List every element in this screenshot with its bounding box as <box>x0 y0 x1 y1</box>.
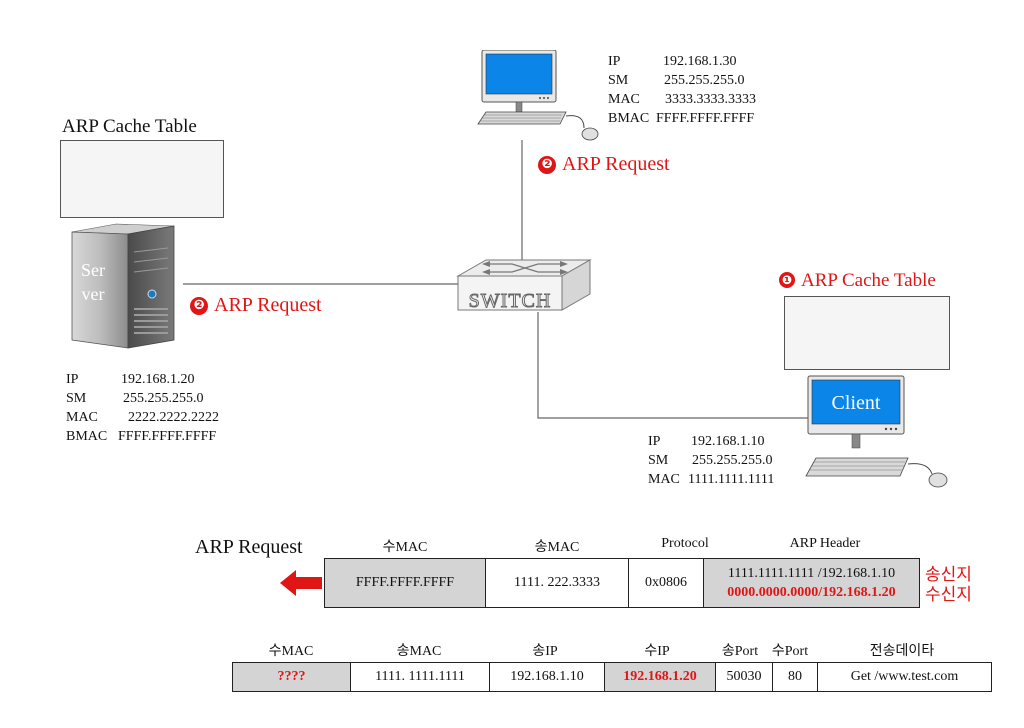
data-frame-src-ip: 192.168.1.10 <box>489 662 605 692</box>
switch-icon <box>456 259 592 311</box>
server-label: Ser ver <box>68 258 118 306</box>
data-frame-header-src-ip: 송IP <box>532 644 558 659</box>
client-sm-key: SM <box>648 453 669 468</box>
server-label-line2: ver <box>81 284 105 304</box>
client-ip-value: 192.168.1.10 <box>691 434 765 449</box>
server-sm-key: SM <box>66 391 87 406</box>
top-pc-arp-request-label: ❷ ARP Request <box>538 153 670 176</box>
client-arp-cache-table <box>784 296 950 370</box>
step-1-badge: ❶ <box>779 272 795 288</box>
top-pc-ip-key: IP <box>608 54 621 69</box>
target-label: 수신지 <box>925 585 972 604</box>
arp-frame-dst-mac: FFFF.FFFF.FFFF <box>324 558 486 608</box>
data-frame-dst-mac: ???? <box>232 662 351 692</box>
server-arp-request-text: ARP Request <box>214 294 322 316</box>
top-pc-sm-value: 255.255.255.0 <box>664 73 745 88</box>
arp-header-sender: 1111.1111.1111 /192.168.1.10 <box>727 566 896 581</box>
left-arrow-icon <box>280 570 322 596</box>
server-info: IP 192.168.1.20 SM 255.255.255.0 MAC 2222.2… <box>66 370 219 446</box>
top-pc-arp-request-text: ARP Request <box>562 153 670 175</box>
arp-frame-header-arp-header: ARP Header <box>789 536 861 551</box>
client-sm-value: 255.255.255.0 <box>692 453 773 468</box>
step-2-badge: ❷ <box>538 156 556 174</box>
client-ip-key: IP <box>648 434 661 449</box>
server-sm-value: 255.255.255.0 <box>123 391 204 406</box>
client-cache-title: ARP Cache Table <box>801 270 936 291</box>
data-frame-table: ???? 1111. 1111.1111 192.168.1.10 192.16… <box>232 662 992 692</box>
data-frame-src-port: 50030 <box>715 662 773 692</box>
server-mac-key: MAC <box>66 410 98 425</box>
server-ip-key: IP <box>66 372 79 387</box>
top-pc-bmac-value: FFFF.FFFF.FFFF <box>656 111 755 126</box>
client-mac-value: 1111.1111.1111 <box>688 472 775 487</box>
arp-request-frame-table: FFFF.FFFF.FFFF 1111. 222.3333 0x0806 111… <box>324 558 920 608</box>
arp-frame-header-dst-mac: 수MAC <box>382 540 428 555</box>
data-frame-header-src-mac: 송MAC <box>396 644 442 659</box>
arp-frame-protocol: 0x0806 <box>628 558 704 608</box>
top-pc-bmac-key: BMAC <box>608 111 650 126</box>
top-pc-mac-value: 3333.3333.3333 <box>665 92 756 107</box>
data-frame-header-dst-ip: 수IP <box>644 644 670 659</box>
client-pc-icon <box>805 375 948 488</box>
arp-header-target: 0000.0000.0000/192.168.1.20 <box>727 585 896 600</box>
data-frame-header-src-port: 송Port <box>721 644 759 659</box>
data-frame-dst-port: 80 <box>772 662 818 692</box>
data-frame-dst-ip: 192.168.1.20 <box>604 662 716 692</box>
arp-request-frame-title: ARP Request <box>195 536 303 558</box>
sender-label: 송신지 <box>925 565 972 584</box>
client-mac-key: MAC <box>648 472 680 487</box>
top-pc-icon <box>477 50 599 141</box>
link-switch-client <box>537 312 808 419</box>
arp-frame-src-mac: 1111. 222.3333 <box>485 558 629 608</box>
server-mac-value: 2222.2222.2222 <box>128 410 219 425</box>
step-2-badge: ❷ <box>190 297 208 315</box>
server-arp-cache-table <box>60 140 224 218</box>
server-icon <box>71 223 175 349</box>
arp-frame-header-protocol: Protocol <box>661 536 709 551</box>
client-screen-label: Client <box>831 392 881 414</box>
top-pc-ip-value: 192.168.1.30 <box>663 54 737 69</box>
switch-label: SWITCH <box>468 290 552 313</box>
client-info: IP 192.168.1.10 SM 255.255.255.0 MAC 1111.1… <box>648 432 774 489</box>
data-frame-payload: Get /www.test.com <box>817 662 992 692</box>
top-pc-mac-key: MAC <box>608 92 640 107</box>
top-pc-sm-key: SM <box>608 73 629 88</box>
client-cache-title-row: ❶ ARP Cache Table <box>779 270 936 292</box>
server-label-line1: Ser <box>81 260 105 280</box>
data-frame-header-dst-port: 수Port <box>771 644 809 659</box>
arp-frame-arp-header: 1111.1111.1111 /192.168.1.10 0000.0000.0… <box>703 558 920 608</box>
server-cache-title: ARP Cache Table <box>62 116 197 137</box>
top-pc-info: IP 192.168.1.30 SM 255.255.255.0 MAC 3333.3… <box>608 52 756 128</box>
server-bmac-value: FFFF.FFFF.FFFF <box>118 429 217 444</box>
arp-frame-header-src-mac: 송MAC <box>534 540 580 555</box>
server-bmac-key: BMAC <box>66 429 108 444</box>
server-ip-value: 192.168.1.20 <box>121 372 195 387</box>
data-frame-header-payload: 전송데이타 <box>869 644 935 659</box>
data-frame-src-mac: 1111. 1111.1111 <box>350 662 490 692</box>
data-frame-header-dst-mac: 수MAC <box>268 644 314 659</box>
server-arp-request-label: ❷ ARP Request <box>190 294 322 317</box>
